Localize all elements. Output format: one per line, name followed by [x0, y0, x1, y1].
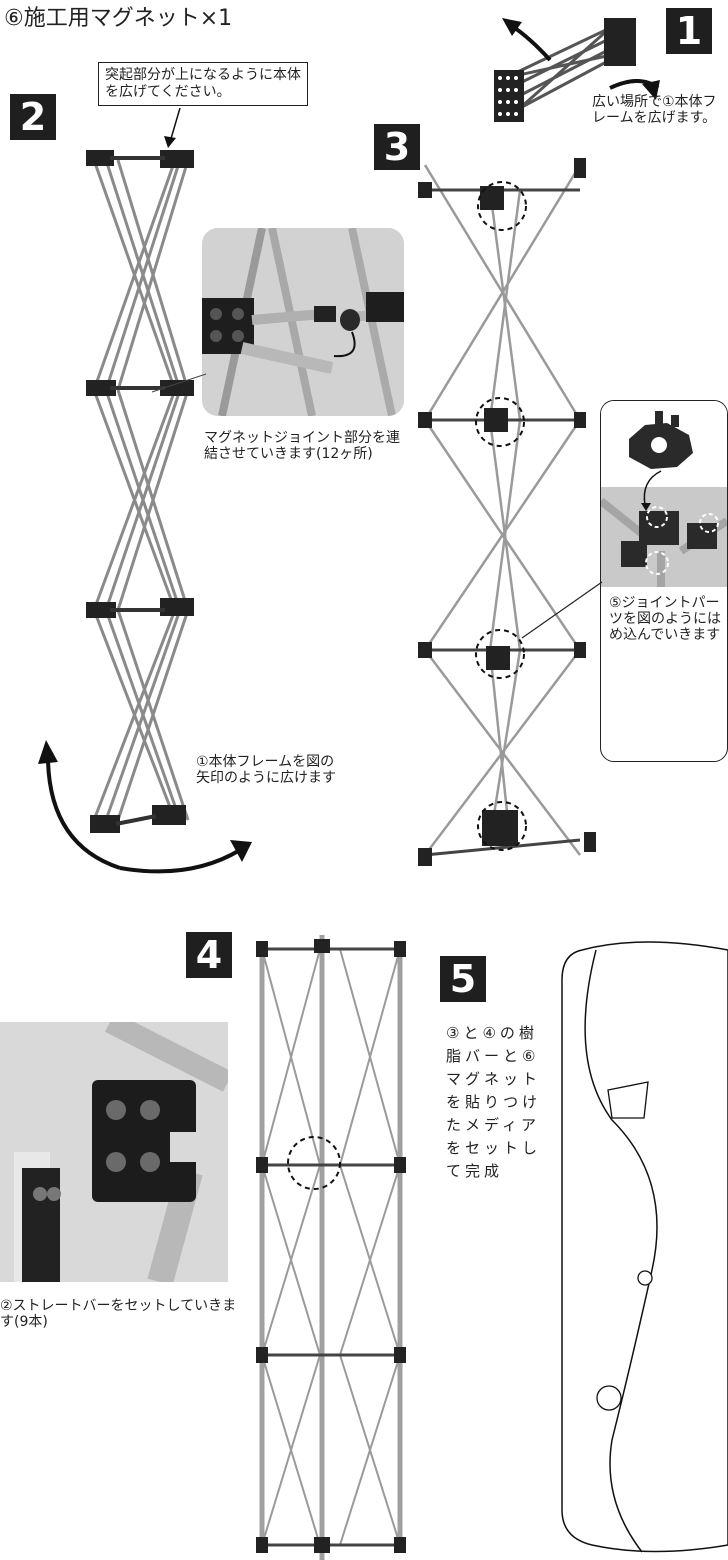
joint-part-pointer [521, 581, 603, 639]
callout-pointer [164, 108, 181, 148]
step1-caption: 広い場所で①本体フレームを広げます。 [592, 94, 717, 126]
joint-part-photo [601, 401, 727, 587]
step3-caption: ⑤ジョイントパーツを図のようにはめ込んでいきます [609, 595, 721, 643]
orientation-callout: 突起部分が上になるように本体を広げてください。 [98, 62, 308, 106]
step2-joint-caption: マグネットジョイント部分を連結させていきます(12ヶ所) [204, 430, 400, 462]
step4-caption: ②ストレートバーをセットしていきます(9本) [0, 1298, 237, 1330]
step-number-5: 5 [440, 956, 486, 1002]
straight-bar-photo [0, 1022, 228, 1282]
page-title: ⑥施工用マグネット×1 [4, 6, 233, 31]
step-number-3: 3 [374, 124, 420, 170]
step-number-2: 2 [10, 94, 56, 140]
step3-frame-illustration [418, 158, 596, 866]
joint-pointer [151, 373, 207, 393]
step-number-1: 1 [666, 8, 712, 54]
step2-frame-illustration [86, 150, 194, 833]
step4-frame-illustration [256, 935, 406, 1560]
folded-frame-illustration [494, 18, 660, 122]
joint-part-callout: ⑤ジョイントパーツを図のようにはめ込んでいきます [600, 400, 728, 762]
magnet-joint-photo [202, 228, 404, 416]
step-number-4: 4 [186, 932, 232, 978]
step5-caption: ③と④の樹脂バーと⑥マグネットを貼りつけたメディアをセットして完成 [446, 1024, 542, 1180]
finished-media-illustration [561, 941, 728, 1553]
step2-expand-caption: ①本体フレームを図の矢印のように広けます [196, 754, 336, 786]
expand-arrows [38, 740, 252, 874]
